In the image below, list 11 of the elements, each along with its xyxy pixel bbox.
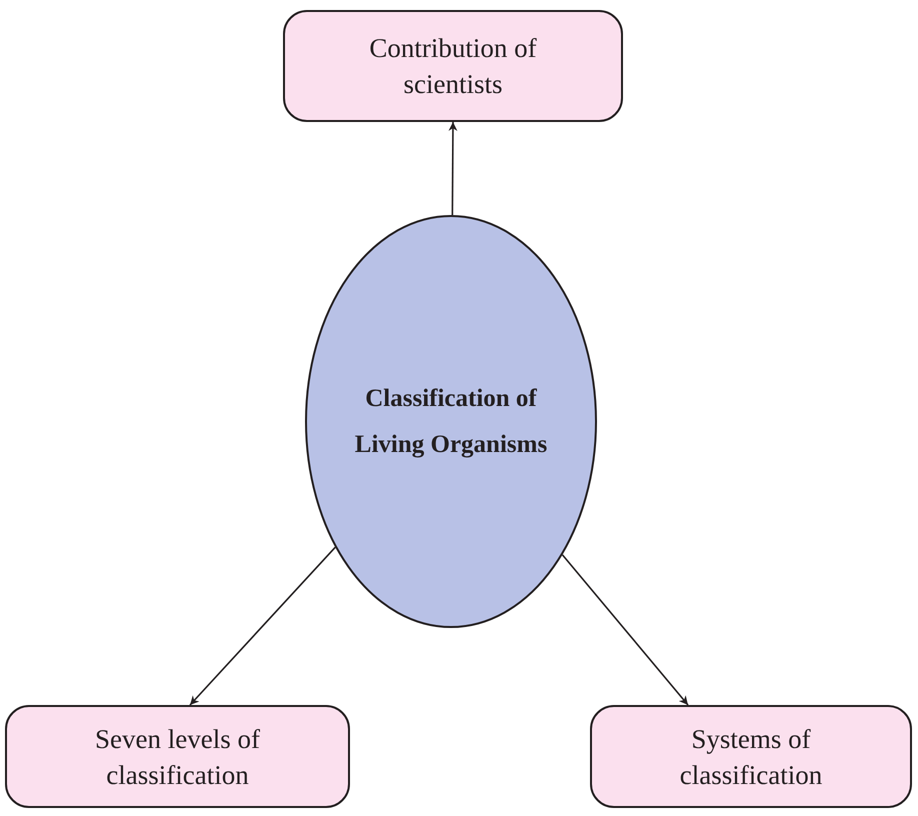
rounded-box [590,705,912,808]
oval-node [305,215,597,628]
node-text: Contribution of scientists [368,32,538,101]
rounded-box [283,10,623,122]
arrow [189,546,336,706]
arrow [562,554,689,706]
node-text: Systems of classification [678,722,824,792]
arrow [448,122,458,216]
rounded-box [5,705,350,808]
node-text: Classification of Living Organisms [354,384,548,460]
node-text: Seven levels of classification [94,722,261,792]
